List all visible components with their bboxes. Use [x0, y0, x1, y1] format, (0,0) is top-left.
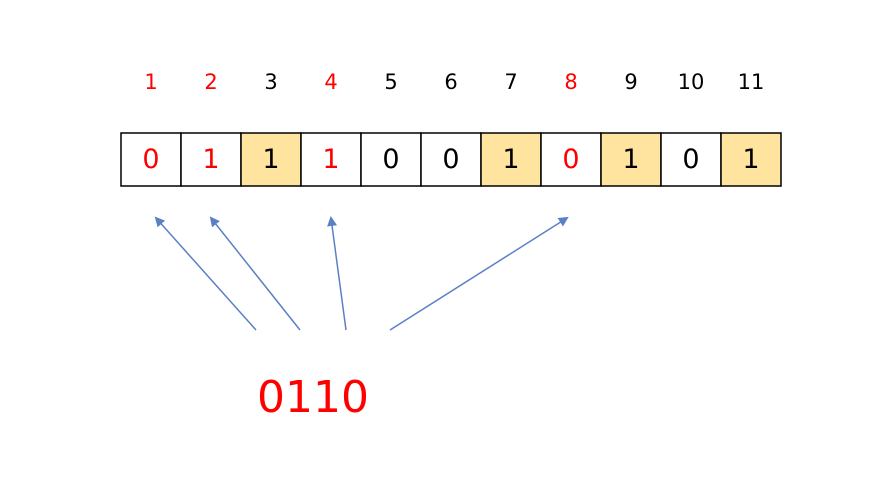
bit-cell-11 [720, 132, 782, 187]
bit-cells: 0 1 1 1 0 0 1 0 1 0 1 [120, 132, 782, 187]
bit-cell-1 [120, 132, 182, 187]
bit-value-1: 0 [142, 144, 159, 175]
bit-cell-10 [660, 132, 722, 187]
bit-cell-8 [540, 132, 602, 187]
bit-cell-9 [600, 132, 662, 187]
bit-value-5: 0 [382, 144, 399, 175]
bit-value-9: 1 [622, 144, 639, 175]
arrow-to-position-1 [154, 216, 257, 331]
position-label-3: 3 [264, 70, 277, 94]
bit-value-10: 0 [682, 144, 699, 175]
bit-value-6: 0 [442, 144, 459, 175]
position-label-4: 4 [324, 70, 337, 94]
position-label-5: 5 [384, 70, 397, 94]
parity-code: 0110 [257, 372, 369, 423]
bit-cell-6 [420, 132, 482, 187]
bit-cell-2 [180, 132, 242, 187]
bit-cell-3 [240, 132, 302, 187]
position-label-1: 1 [144, 70, 157, 94]
arrow-to-position-8 [389, 216, 569, 331]
bit-value-4: 1 [322, 144, 339, 175]
position-label-9: 9 [624, 70, 637, 94]
position-labels: 1 2 3 4 5 6 7 8 9 10 11 [144, 70, 764, 94]
parity-arrows [154, 216, 569, 331]
position-label-2: 2 [204, 70, 217, 94]
position-label-8: 8 [564, 70, 577, 94]
bit-value-3: 1 [262, 144, 279, 175]
arrow-to-position-4 [327, 216, 347, 331]
position-label-10: 10 [678, 70, 705, 94]
bit-value-7: 1 [502, 144, 519, 175]
bit-cell-5 [360, 132, 422, 187]
bit-cell-7 [480, 132, 542, 187]
arrow-to-position-2 [209, 216, 301, 331]
position-label-11: 11 [738, 70, 765, 94]
position-label-6: 6 [444, 70, 457, 94]
bit-value-11: 1 [742, 144, 759, 175]
bit-value-8: 0 [562, 144, 579, 175]
position-label-7: 7 [504, 70, 517, 94]
bit-value-2: 1 [202, 144, 219, 175]
